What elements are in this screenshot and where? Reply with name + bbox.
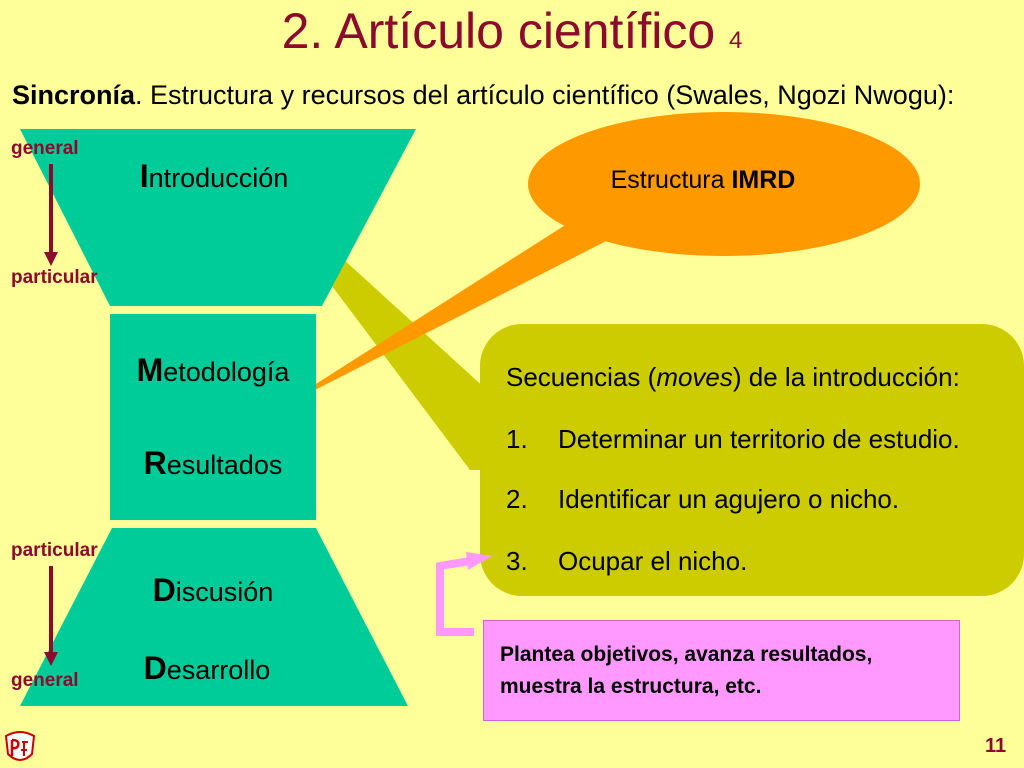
desarrollo-cap: D bbox=[143, 650, 167, 686]
oval-text: Estructura bbox=[610, 166, 732, 194]
list-item: 3. bbox=[506, 546, 528, 577]
metodologia-rest: etodología bbox=[163, 357, 290, 387]
moves-heading: Secuencias (moves) de la introducción: bbox=[506, 362, 960, 393]
pink-arrowhead-icon bbox=[466, 552, 492, 570]
introduccion-cap: I bbox=[139, 158, 149, 194]
subtitle-rest: . Estructura y recursos del artículo cie… bbox=[135, 80, 955, 110]
moves-heading-em: moves bbox=[656, 362, 733, 392]
subtitle-bold: Sincronía bbox=[12, 80, 136, 110]
university-logo-icon bbox=[4, 731, 36, 761]
oval-callout-pointer bbox=[272, 222, 612, 412]
list-item-number: 2. bbox=[506, 484, 528, 514]
metodologia-box bbox=[110, 314, 316, 520]
arrow-down-icon bbox=[44, 252, 58, 266]
title-main: 2. Artículo científico bbox=[281, 3, 716, 59]
label-discusion: Discusión bbox=[110, 572, 316, 609]
list-item-number: 3. bbox=[506, 546, 528, 576]
list-item-number: 1. bbox=[506, 424, 528, 454]
label-bottom-general: general bbox=[11, 670, 79, 691]
introduccion-rest: ntroducción bbox=[148, 163, 289, 193]
pink-note-line2: muestra la estructura, etc. bbox=[500, 675, 762, 698]
resultados-cap: R bbox=[143, 445, 167, 481]
metodologia-cap: M bbox=[136, 352, 164, 388]
pink-note-box: Plantea objetivos, avanza resultados, mu… bbox=[483, 620, 960, 721]
discusion-cap: D bbox=[152, 572, 176, 608]
list-item-text: Determinar un territorio de estudio. bbox=[558, 424, 960, 454]
pink-note-line1: Plantea objetivos, avanza resultados, bbox=[500, 643, 873, 666]
slide-subtitle: Sincronía. Estructura y recursos del art… bbox=[12, 80, 954, 111]
resultados-rest: esultados bbox=[166, 450, 283, 480]
list-item-text: Ocupar el nicho. bbox=[558, 546, 748, 576]
moves-callout-pointer bbox=[296, 238, 520, 470]
moves-box bbox=[480, 324, 1024, 596]
oval-label: Estructura IMRD bbox=[548, 166, 858, 195]
oval-bold: IMRD bbox=[731, 166, 796, 194]
label-desarrollo: Desarrollo bbox=[104, 650, 310, 687]
label-bottom-particular: particular bbox=[11, 540, 98, 561]
moves-heading-post: ) de la introducción: bbox=[732, 362, 960, 392]
pink-connector bbox=[436, 556, 477, 636]
imrd-oval bbox=[528, 112, 920, 256]
list-item: 1. bbox=[506, 424, 528, 455]
slide-title: 2. Artículo científico 4 bbox=[0, 0, 1024, 72]
list-item-text: Identificar un agujero o nicho. bbox=[558, 484, 900, 514]
label-top-general: general bbox=[11, 138, 79, 159]
list-item: 2. bbox=[506, 484, 528, 515]
label-introduccion: Introducción bbox=[112, 158, 316, 195]
discusion-funnel bbox=[20, 528, 408, 706]
title-number: 4 bbox=[729, 27, 743, 54]
moves-heading-pre: Secuencias ( bbox=[506, 362, 657, 392]
label-top-particular: particular bbox=[11, 267, 98, 288]
discusion-rest: iscusión bbox=[175, 577, 274, 607]
desarrollo-rest: esarrollo bbox=[166, 655, 271, 685]
page-number: 11 bbox=[985, 735, 1007, 757]
label-metodologia: Metodología bbox=[110, 352, 316, 389]
label-resultados: Resultados bbox=[110, 445, 316, 482]
intro-funnel bbox=[20, 129, 416, 306]
arrow-down-icon bbox=[44, 652, 58, 666]
